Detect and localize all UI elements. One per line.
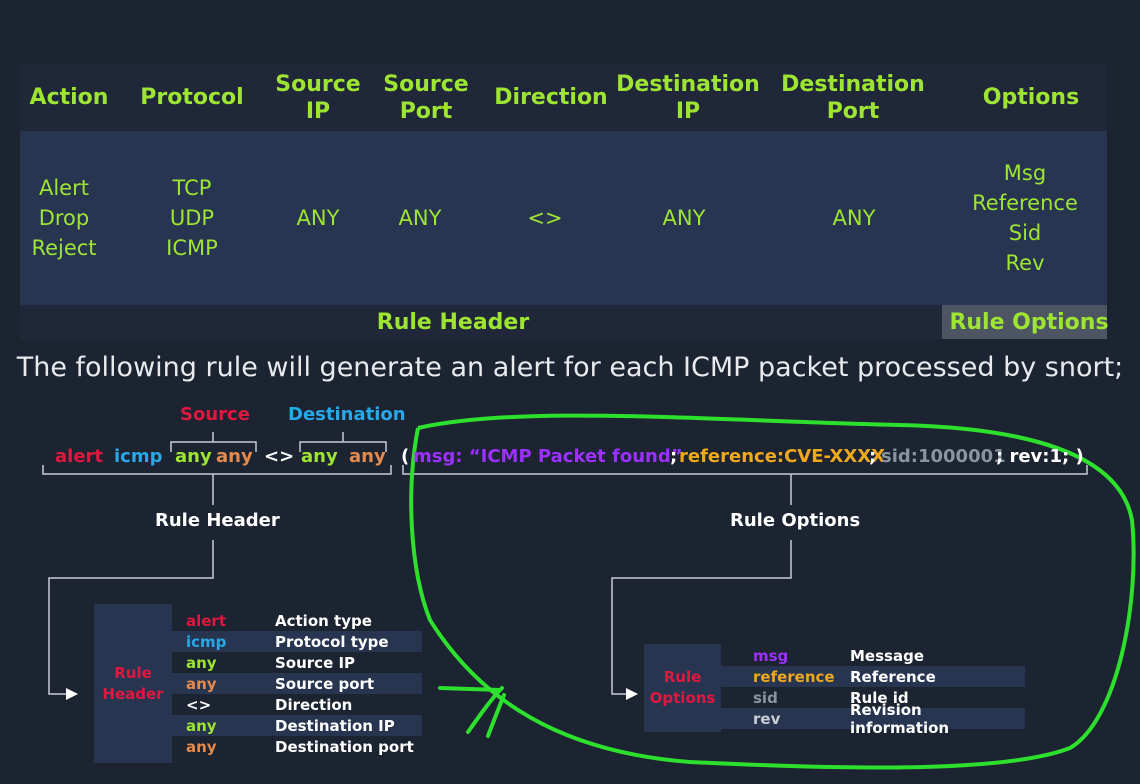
rule-msg: msg: “ICMP Packet found”: [413, 446, 683, 467]
rule-src-ip: any: [175, 446, 212, 467]
cell-source-port: ANY: [398, 206, 442, 230]
rule-reference: reference:CVE-XXXX: [679, 446, 886, 467]
arrow-options-icon: [626, 688, 638, 700]
header-direction: Direction: [494, 85, 608, 110]
header-table-side: Rule Header: [94, 604, 172, 763]
header-destination-ip: Destination IP: [616, 71, 760, 124]
destination-label: Destination: [288, 404, 406, 425]
cell-direction: <>: [527, 206, 563, 230]
rule-sep-1: ;: [670, 446, 678, 467]
table-body-row: [20, 131, 1107, 305]
cell-action: Alert Drop Reject: [31, 176, 97, 260]
rule-direction: <>: [264, 446, 295, 467]
rule-dst-port: any: [349, 446, 386, 467]
green-arrow-icon: [438, 686, 506, 738]
header-protocol: Protocol: [140, 85, 244, 110]
options-table-side: Rule Options: [644, 644, 721, 732]
cell-destination-ip: ANY: [662, 206, 706, 230]
rule-action: alert: [55, 446, 104, 467]
green-annotation-circle: [409, 413, 1136, 770]
table-footer-header: [20, 305, 942, 339]
cell-source-ip: ANY: [296, 206, 340, 230]
arrow-header-icon: [66, 688, 78, 700]
source-label: Source: [180, 404, 250, 425]
header-action: Action: [29, 85, 109, 110]
rule-sid: sid:1000001: [881, 446, 1006, 467]
rule-dst-ip: any: [301, 446, 338, 467]
rule-protocol: icmp: [114, 446, 163, 467]
cell-protocol: TCP UDP ICMP: [166, 176, 218, 260]
rule-open-paren: (: [401, 446, 410, 467]
rule-options-label: Rule Options: [730, 510, 861, 531]
table-row: <>Direction: [172, 694, 422, 715]
rule-header-label: Rule Header: [155, 510, 280, 531]
header-source-port: Source Port: [383, 71, 469, 124]
header-destination-port: Destination Port: [781, 71, 925, 124]
rule-tail: ; rev:1; ): [996, 446, 1084, 467]
rule-src-port: any: [216, 446, 253, 467]
cell-destination-port: ANY: [832, 206, 876, 230]
table-footer-options: [942, 305, 1107, 339]
table-header-row: [20, 64, 1107, 131]
rule-sep-2: ;: [869, 446, 877, 467]
footer-rule-options: Rule Options: [949, 309, 1109, 335]
header-options: Options: [982, 85, 1080, 110]
cell-options: Msg Reference Sid Rev: [972, 161, 1078, 275]
description-text: The following rule will generate an aler…: [16, 352, 1124, 383]
footer-rule-header: Rule Header: [376, 309, 530, 335]
header-source-ip: Source IP: [275, 71, 361, 124]
